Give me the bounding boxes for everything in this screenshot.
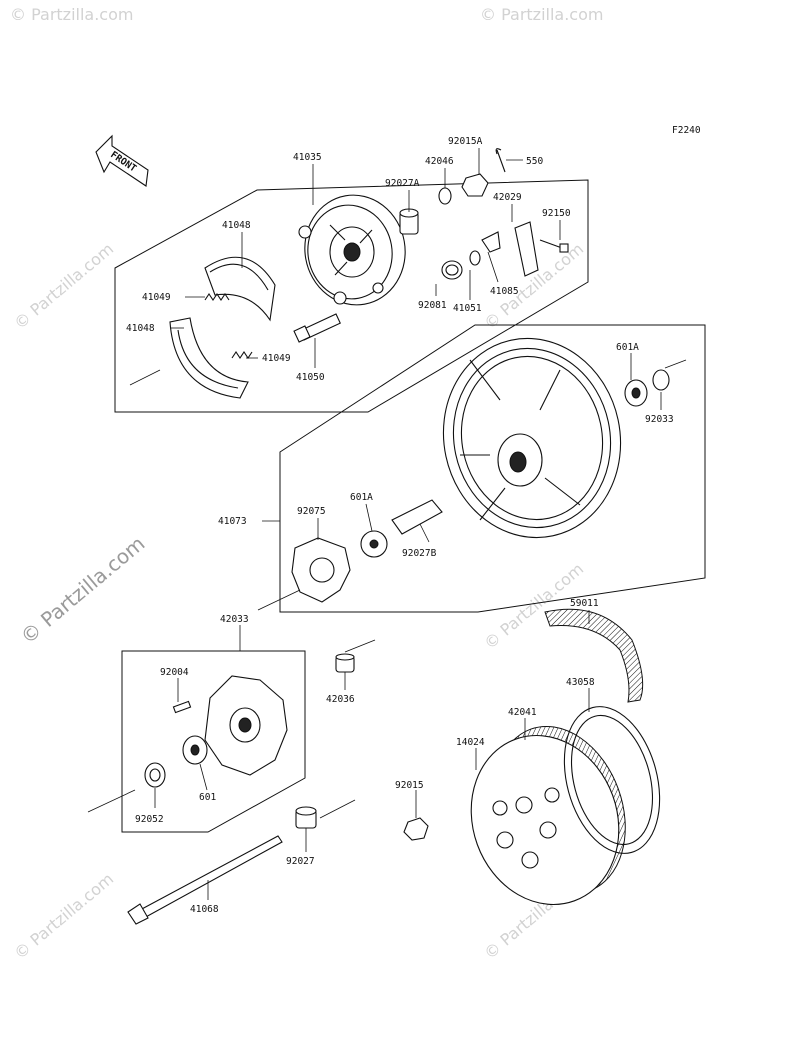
part-label: 14024 [456,737,485,748]
part-label: 42046 [425,156,454,167]
diagram-code: F2240 [672,125,701,136]
part-label: 41049 [262,353,291,364]
watermark-main: © Partzilla.com [16,531,150,649]
rear-wheel [442,337,622,539]
part-label: 92015 [395,780,424,791]
part-label: 41049 [142,292,171,303]
sprocket-hub-42033 [204,675,288,776]
watermark: © Partzilla.com [10,239,117,333]
part-label: 42041 [508,707,537,718]
part-label: 92004 [160,667,189,678]
part-label: 41048 [222,220,251,231]
part-label: 601A [350,492,373,503]
brake-spring-upper-icon [204,293,230,301]
bearing-601a-top [624,379,648,407]
part-label: 41073 [218,516,247,527]
part-label: 92015A [448,136,483,147]
washer-42046 [438,187,452,205]
part-label: 92027 [286,856,315,867]
bolt-92150 [539,239,569,253]
part-label: 92150 [542,208,571,219]
brake-shoe-upper [204,256,276,322]
part-label: 92081 [418,300,447,311]
part-label: 601 [199,792,216,803]
bearing-601a-mid [360,530,388,558]
part-label: 41068 [190,904,219,915]
guard-43058 [563,706,661,854]
part-label: 92033 [645,414,674,425]
part-label: 41035 [293,152,322,163]
seal-92052 [144,762,166,788]
part-label: 601A [616,342,639,353]
part-label: 92027B [402,548,437,559]
leader-lines [87,148,687,900]
part-label: 41048 [126,323,155,334]
rear-pulley-42041 [470,725,626,906]
brake-lever-42029 [514,221,539,277]
hub-group-box [121,650,306,833]
part-label: 92027A [385,178,420,189]
brake-panel [298,194,406,306]
watermark: © Partzilla.com [10,5,133,24]
spring-92081-icon [441,260,463,280]
part-label: 550 [526,156,543,167]
circlip-92033 [652,369,670,391]
collar-42036 [335,653,355,673]
part-label: 92052 [135,814,164,825]
part-label: 41051 [453,303,482,314]
part-label: 59011 [570,598,599,609]
damper-92075 [291,537,351,603]
cotter-pin-550 [495,148,506,173]
stud-92004 [172,700,192,714]
part-label: 42029 [493,192,522,203]
part-label: 41050 [296,372,325,383]
part-label: 92075 [297,506,326,517]
watermark: © Partzilla.com [10,869,117,963]
seal-41051 [469,250,481,266]
brake-shoe-lower [169,317,249,399]
drive-belt-59011 [544,608,644,703]
wheel-group-box [279,324,706,613]
part-label: 41085 [490,286,519,297]
collar-92027 [295,806,317,829]
front-arrow-icon: FRONT [95,134,149,187]
part-label: 43058 [566,677,595,688]
nut-92015a [461,173,489,197]
nut-92015 [403,817,429,841]
bearing-601 [182,735,208,765]
collar-92027b [391,499,443,535]
brake-spring-lower-icon [231,351,253,359]
wear-indicator-41085 [481,231,501,253]
axle-41068 [127,835,283,925]
watermark: © Partzilla.com [480,5,603,24]
brake-cam [293,313,341,343]
part-label: 42036 [326,694,355,705]
part-label: 42033 [220,614,249,625]
brake-panel-group-box [114,179,589,413]
part-labels: 41035 92015A 42046 550 92027A 42029 9215… [126,136,674,915]
collar-92027a [399,208,419,235]
